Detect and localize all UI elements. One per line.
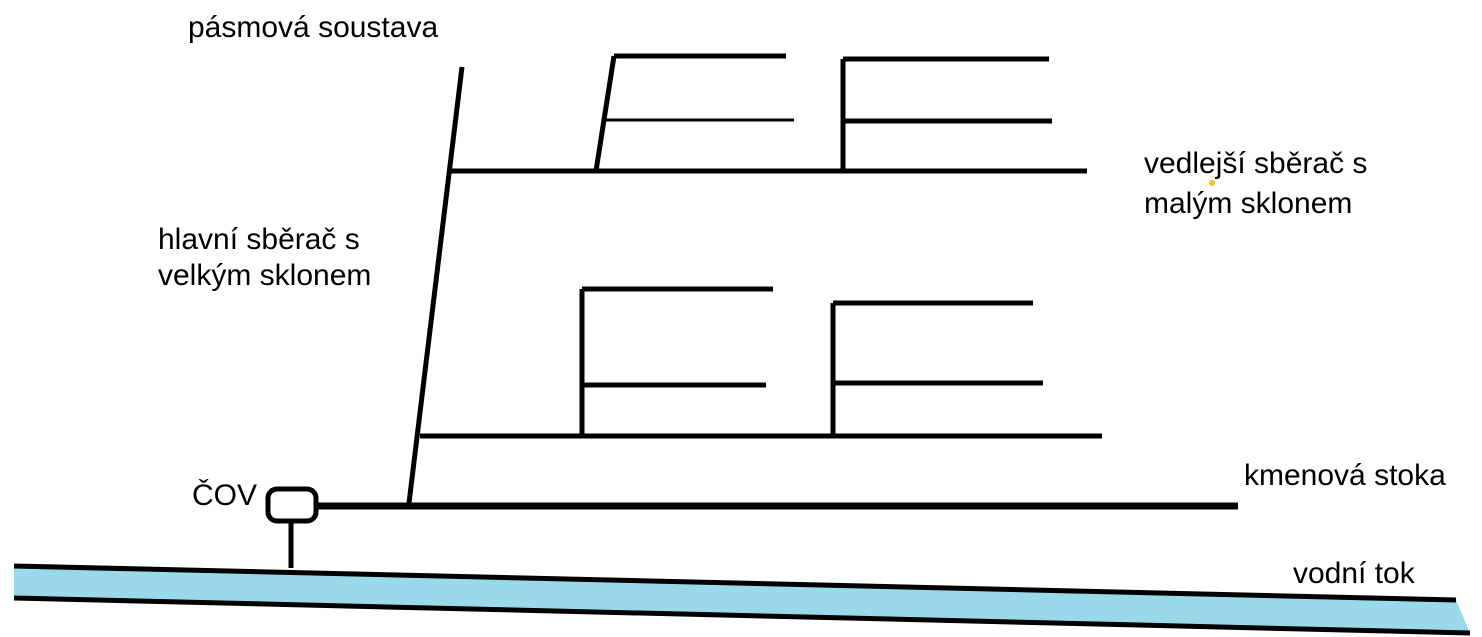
label-side-collector-line2: malým sklonem [1144,187,1353,220]
upper-branch-1-stem [593,55,617,172]
label-main-collector-line1: hlavní sběrač s [158,223,360,256]
label-treatment-plant: ČOV [192,479,258,512]
label-side-collector-line1: vedlejší sběrač s [1144,147,1368,180]
label-water-stream: vodní tok [1293,557,1415,590]
treatment-plant-box [265,486,319,524]
water-stream-upper-bank [13,563,1457,603]
main-collector [406,66,465,504]
label-main-collector-line2: velkým sklonem [158,259,372,292]
label-trunk-sewer: kmenová stoka [1244,459,1446,492]
accent-dot [1209,180,1215,186]
water-stream-lower-bank [13,595,1471,636]
label-zone-system: pásmová soustava [188,11,439,44]
water-stream [14,566,1470,633]
